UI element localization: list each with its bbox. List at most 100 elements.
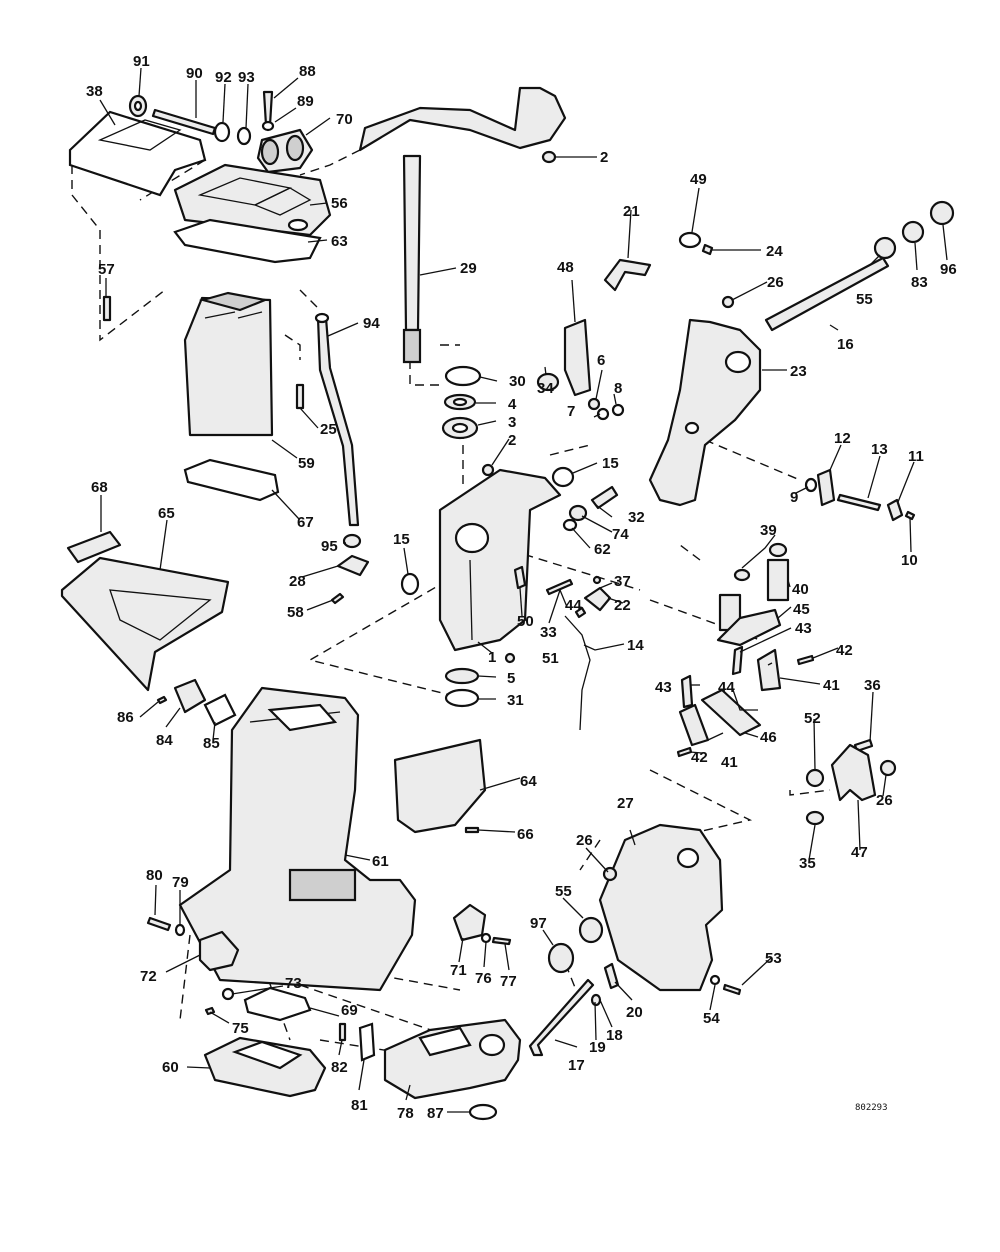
- gasket-67: [183, 458, 280, 502]
- callout-5: 5: [507, 670, 515, 687]
- bushing-91: [128, 94, 148, 118]
- callout-26-middle: 26: [576, 832, 593, 849]
- lower-cover-78: [383, 1018, 522, 1100]
- trim-cover-64: [393, 738, 487, 834]
- screw-57: [102, 295, 112, 322]
- callout-22: 22: [614, 597, 631, 614]
- rod-17: [528, 978, 595, 1057]
- callout-41-lower: 41: [721, 754, 738, 771]
- pin-32: [590, 485, 619, 510]
- drawing-number: 802293: [855, 1103, 888, 1113]
- pin-33: [545, 578, 574, 596]
- bolt-90: [151, 108, 217, 136]
- callout-71: 71: [450, 962, 467, 979]
- nut-55-lower: [578, 916, 604, 944]
- screw-10: [904, 510, 916, 521]
- callout-25: 25: [320, 421, 337, 438]
- callout-21: 21: [623, 203, 640, 220]
- callout-91: 91: [133, 53, 150, 70]
- washer-8: [611, 403, 625, 417]
- callout-29: 29: [460, 260, 477, 277]
- callout-58: 58: [287, 604, 304, 621]
- callout-18: 18: [606, 1027, 623, 1044]
- callout-83: 83: [911, 274, 928, 291]
- callout-82: 82: [331, 1059, 348, 1076]
- callout-10: 10: [901, 552, 918, 569]
- stern-bracket-23: [648, 318, 762, 507]
- bolt-13: [836, 493, 882, 512]
- knob-34: [536, 372, 560, 392]
- callout-95: 95: [321, 538, 338, 555]
- callout-26-right: 26: [876, 792, 893, 809]
- callout-11: 11: [908, 448, 924, 465]
- callout-9: 9: [790, 489, 798, 506]
- callout-87: 87: [427, 1105, 444, 1122]
- bracket-47: [830, 743, 877, 802]
- callout-labels: 91 90 92 93 88 38 89 70 2 49 56 21 96 63…: [86, 53, 957, 1122]
- nut-96: [929, 200, 955, 226]
- callout-27: 27: [617, 795, 634, 812]
- bolt-35: [805, 810, 825, 826]
- callout-68: 68: [91, 479, 108, 496]
- bushing-83: [901, 220, 925, 244]
- callout-88: 88: [299, 63, 316, 80]
- gasket-84: [173, 678, 207, 714]
- callout-41-upper: 41: [823, 677, 840, 694]
- callout-48: 48: [557, 259, 574, 276]
- washer-7: [596, 407, 610, 421]
- callout-37: 37: [614, 573, 631, 590]
- bushing-4: [443, 393, 477, 411]
- callout-93: 93: [238, 69, 255, 86]
- callout-4: 4: [508, 396, 517, 413]
- exhaust-housing-61: [178, 686, 417, 992]
- spring-20: [603, 962, 620, 990]
- callout-79: 79: [172, 874, 189, 891]
- bushing-74: [568, 504, 588, 522]
- reverse-lock-41-upper: [756, 648, 782, 692]
- screw-53: [722, 983, 742, 996]
- callout-62: 62: [594, 541, 611, 558]
- reverse-lock-41-lower: [678, 703, 710, 747]
- callout-55-top: 55: [856, 291, 873, 308]
- screw-58: [330, 592, 345, 605]
- bushing-5: [444, 667, 480, 685]
- callout-35: 35: [799, 855, 816, 872]
- callout-32: 32: [628, 509, 645, 526]
- callout-14: 14: [627, 637, 644, 654]
- tilt-tube-16: [764, 256, 890, 332]
- callout-74: 74: [612, 526, 629, 543]
- callout-26-upper: 26: [767, 274, 784, 291]
- cap-39: [733, 542, 788, 582]
- callout-90: 90: [186, 65, 203, 82]
- screw-88: [262, 90, 274, 127]
- lever-45: [716, 608, 782, 647]
- washer-9: [804, 477, 818, 493]
- lower-seal-60: [203, 1036, 327, 1098]
- spring-40: [718, 558, 790, 632]
- callout-60: 60: [162, 1059, 179, 1076]
- callout-13: 13: [871, 441, 888, 458]
- spring-50: [513, 565, 527, 590]
- callout-77: 77: [500, 973, 517, 990]
- callout-8: 8: [614, 380, 622, 397]
- callout-40: 40: [792, 581, 809, 598]
- exhaust-housing-56: [173, 163, 332, 237]
- washer-79: [174, 923, 186, 937]
- callout-43-lower: 43: [655, 679, 672, 696]
- callout-59: 59: [298, 455, 315, 472]
- callout-47: 47: [851, 844, 868, 861]
- screw-77: [491, 936, 512, 946]
- screw-37: [592, 575, 602, 585]
- washer-93: [236, 126, 252, 146]
- washer-31: [444, 688, 480, 708]
- exhaust-tube-59: [183, 291, 274, 437]
- callout-76: 76: [475, 970, 492, 987]
- washer-76: [480, 932, 492, 944]
- lower-cover-65: [60, 556, 230, 692]
- callout-70: 70: [336, 111, 353, 128]
- washer-89: [261, 120, 275, 132]
- washer-15-left: [400, 572, 420, 596]
- bracket-11: [886, 498, 904, 522]
- callout-24: 24: [766, 243, 783, 260]
- gasket-63: [173, 218, 322, 264]
